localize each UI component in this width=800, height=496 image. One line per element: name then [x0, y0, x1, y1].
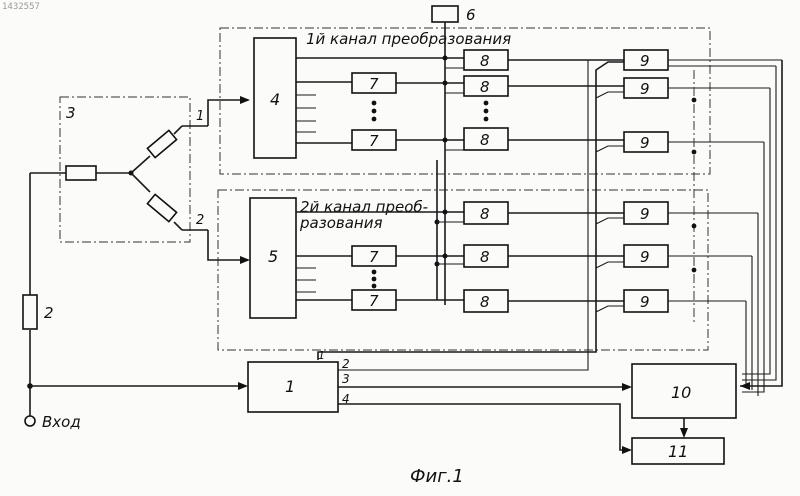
- input-terminal: [25, 416, 35, 426]
- figure-caption: Фиг.1: [410, 466, 464, 487]
- svg-text:9: 9: [640, 248, 650, 266]
- svg-text:9: 9: [640, 205, 650, 223]
- block-4-label: 4: [270, 90, 280, 109]
- block-2: [23, 295, 37, 329]
- svg-text:9: 9: [640, 134, 650, 152]
- block-2-label: 2: [44, 304, 54, 322]
- svg-text:7: 7: [369, 132, 379, 150]
- block-11-label: 11: [668, 442, 688, 461]
- svg-text:9: 9: [640, 52, 650, 70]
- svg-text:8: 8: [480, 52, 490, 70]
- svg-text:7: 7: [369, 75, 379, 93]
- block-3-lower-element: [147, 194, 176, 221]
- svg-text:3: 3: [342, 372, 350, 386]
- channel-2-label-line2: разования: [299, 214, 382, 232]
- channel-1-label: 1й канал преобразования: [306, 30, 511, 48]
- svg-text:1: 1: [196, 109, 204, 124]
- svg-text:8: 8: [480, 293, 490, 311]
- svg-text:2: 2: [342, 357, 350, 371]
- svg-text:7: 7: [369, 292, 379, 310]
- svg-text:2: 2: [196, 213, 204, 228]
- block-10-label: 10: [671, 383, 691, 402]
- block-5-label: 5: [268, 247, 278, 266]
- block-1-label: 1: [285, 377, 295, 396]
- block-3-label: 3: [66, 104, 76, 122]
- block-6-label: 6: [466, 6, 476, 24]
- input-label: Вход: [42, 413, 81, 431]
- block-3-input-element: [66, 166, 96, 180]
- svg-text:8: 8: [480, 78, 490, 96]
- svg-text:8: 8: [480, 131, 490, 149]
- svg-text:1: 1: [318, 349, 325, 362]
- svg-text:9: 9: [640, 293, 650, 311]
- block-6: [432, 6, 458, 22]
- block-3-upper-element: [147, 130, 176, 157]
- svg-text:9: 9: [640, 80, 650, 98]
- patent-number: 1432557: [2, 2, 40, 12]
- svg-text:8: 8: [480, 248, 490, 266]
- svg-text:7: 7: [369, 248, 379, 266]
- svg-text:8: 8: [480, 205, 490, 223]
